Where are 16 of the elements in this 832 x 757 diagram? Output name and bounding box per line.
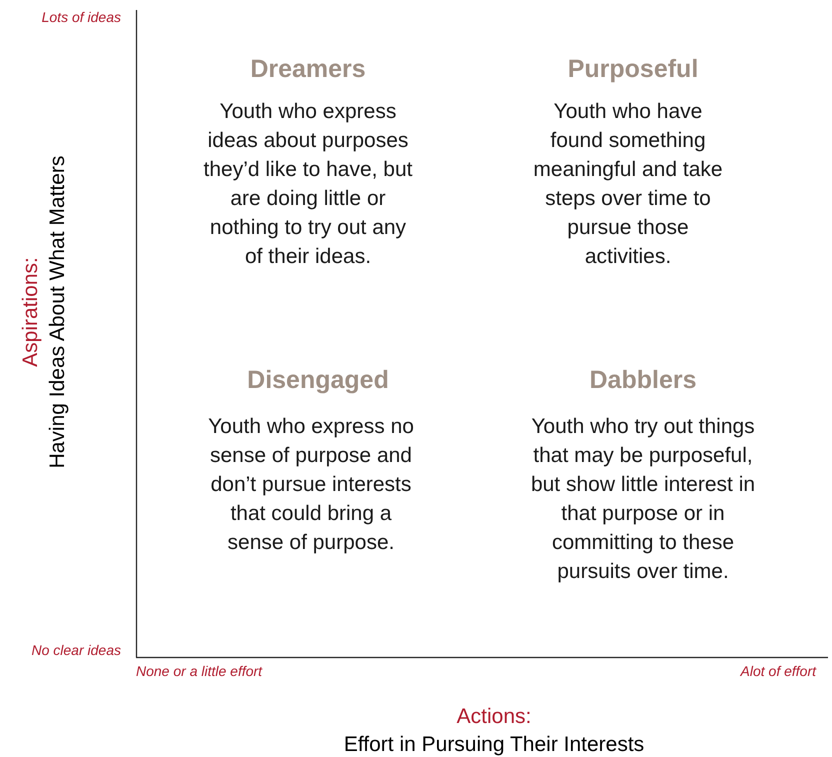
quadrant-description: Youth who express ideas about purposes they’d like to have, but are doing little or nothing to try out any of their ideas.: [202, 99, 414, 270]
quadrant-heading: Purposeful: [568, 55, 698, 84]
quadrant-description: Youth who try out things that may be purposeful, but show little interest in that purpose or in committing to these pursuits over time.: [530, 414, 756, 585]
quadrant-heading: Dreamers: [250, 55, 366, 84]
axis-title: Actions:: [456, 705, 532, 729]
quadrant-description: Youth who express no sense of purpose and don’t pursue interests that could bring a sense of purpose.: [207, 414, 415, 556]
quadrant-heading: Dabblers: [590, 366, 696, 395]
quadrant-heading: Disengaged: [247, 366, 389, 395]
axis-title: Aspirations:: [19, 257, 43, 367]
axis-tick-label: Lots of ideas: [42, 9, 121, 25]
quadrant-description: Youth who have found something meaningful and take steps over time to pursue those activities.: [532, 99, 724, 270]
axis-subtitle: Effort in Pursuing Their Interests: [344, 733, 644, 757]
axis-tick-label: None or a little effort: [136, 663, 262, 679]
axis-subtitle: Having Ideas About What Matters: [46, 156, 70, 468]
axis-tick-label: No clear ideas: [32, 642, 121, 658]
axis-tick-label: Alot of effort: [740, 663, 816, 679]
